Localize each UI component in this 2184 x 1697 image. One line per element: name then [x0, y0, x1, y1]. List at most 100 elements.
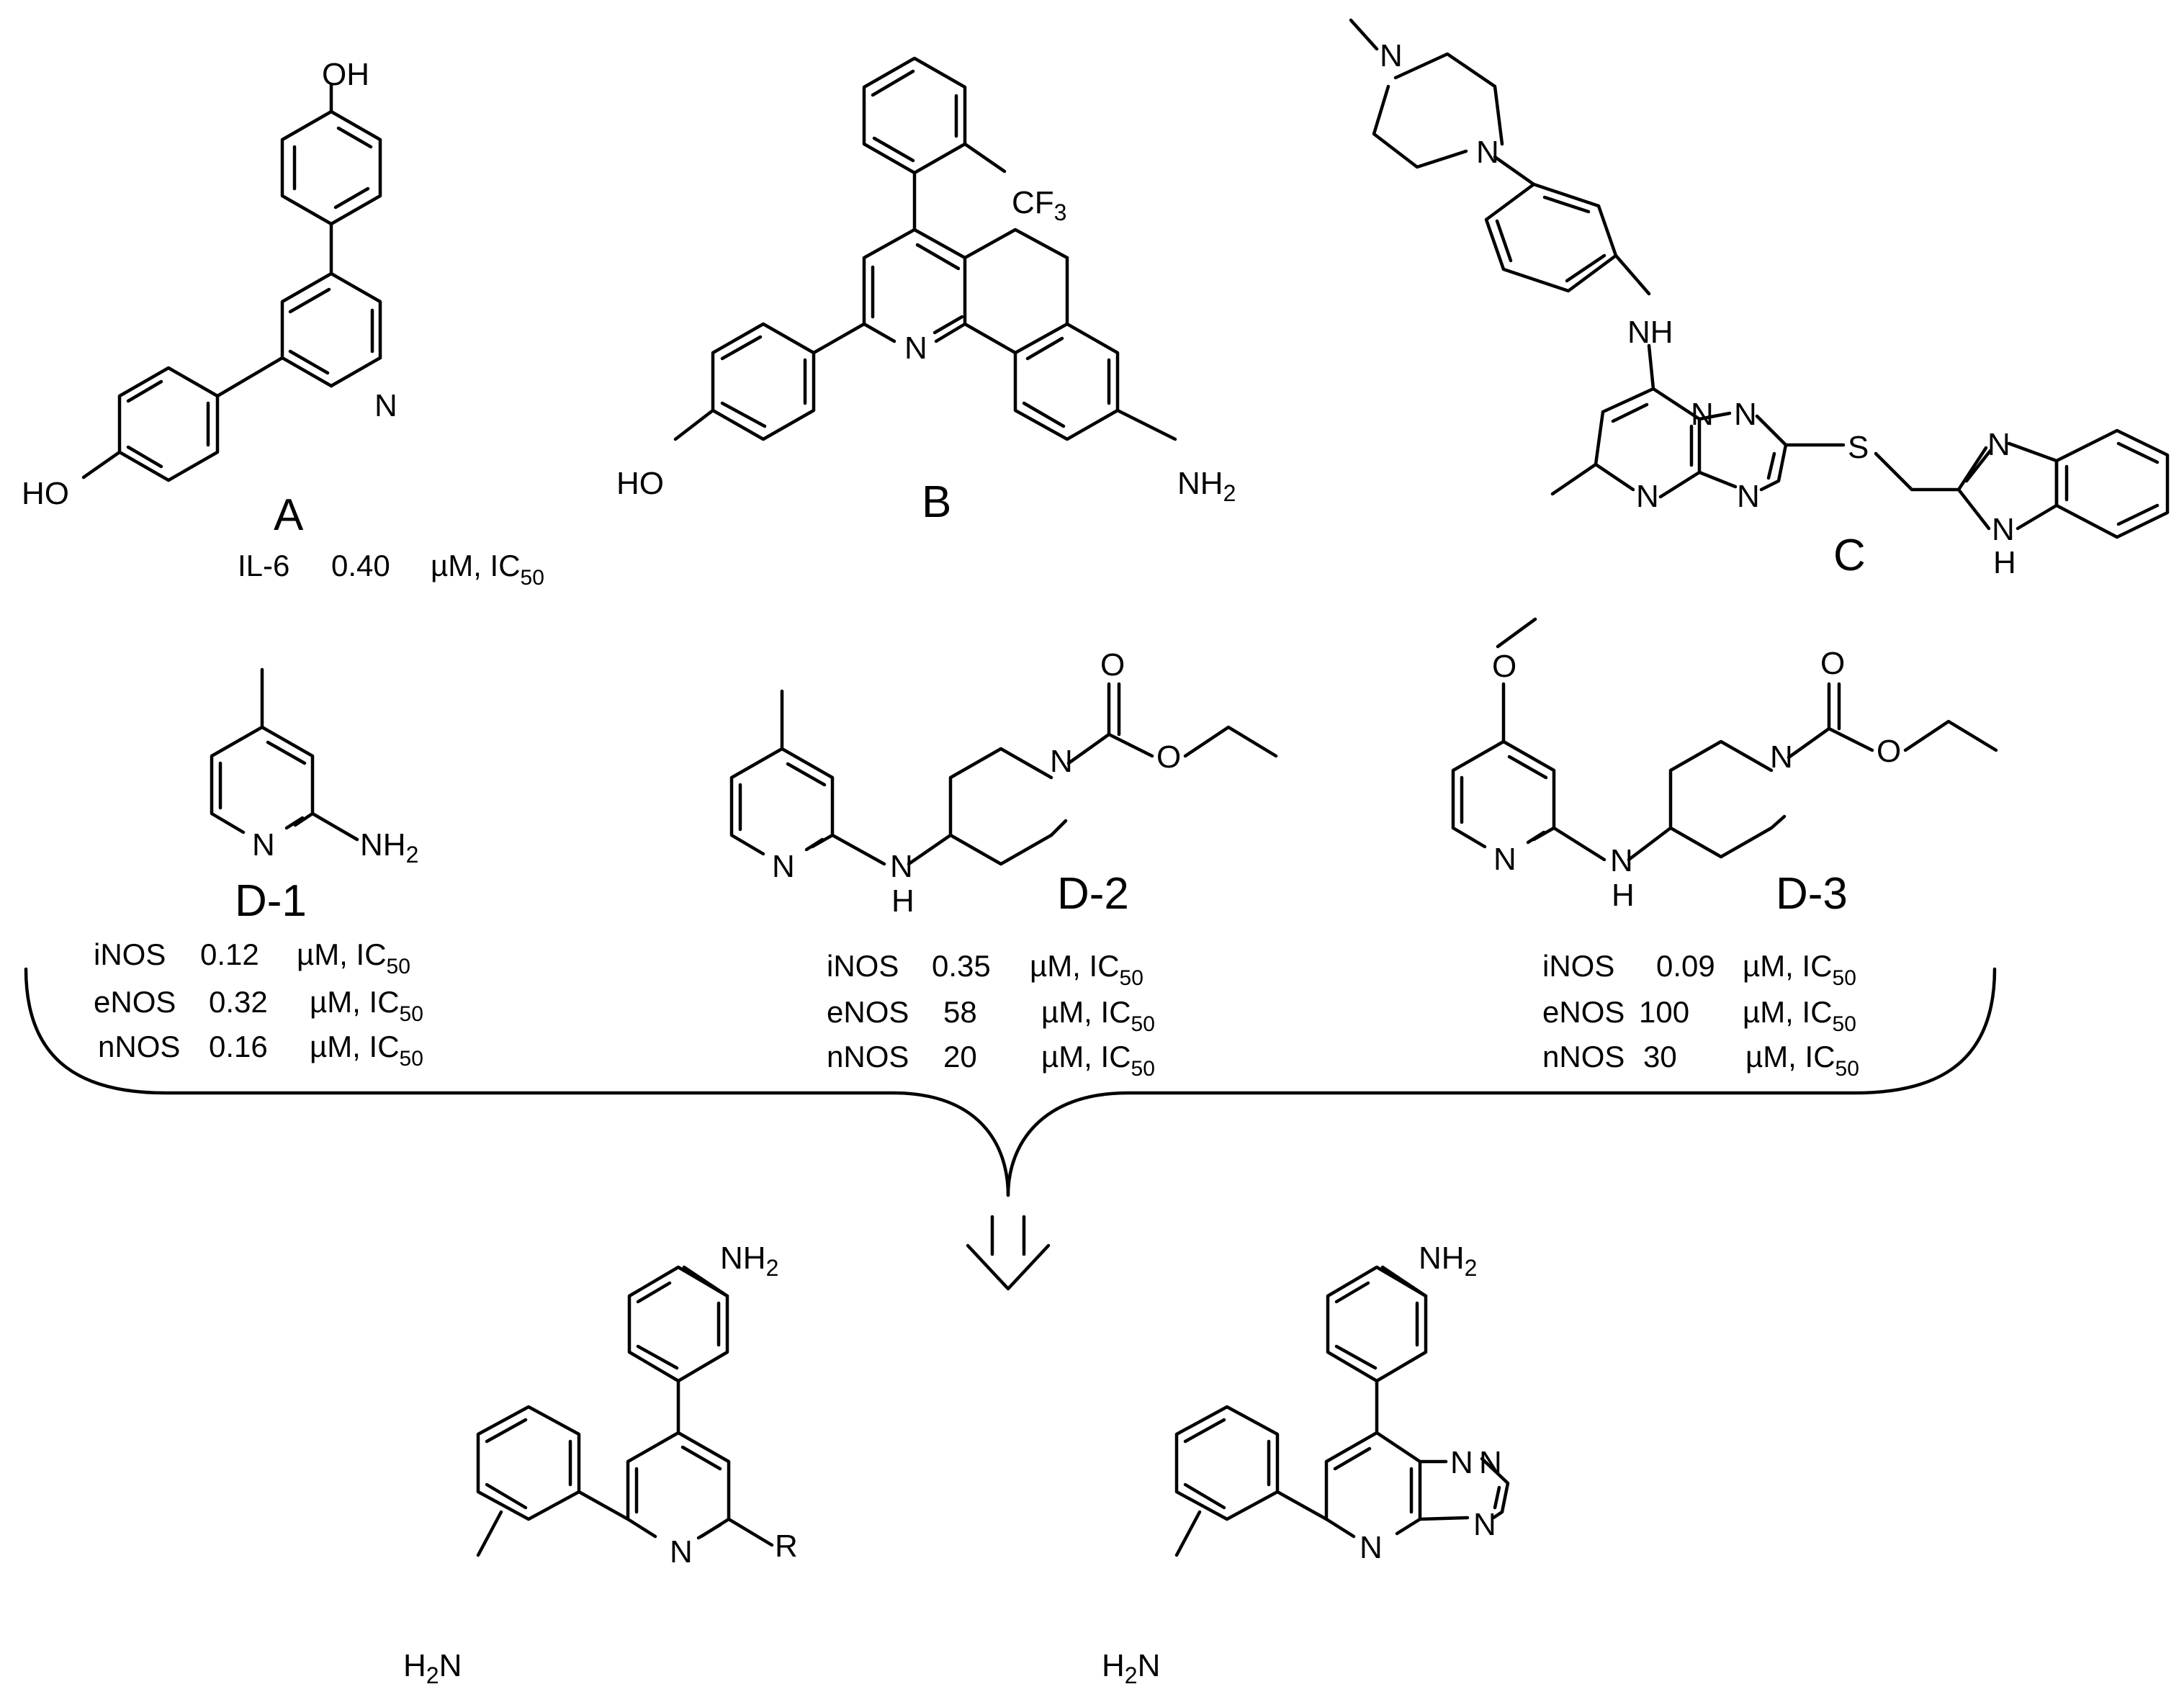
compound-b-ho-label: HO — [616, 466, 664, 501]
d2-inos-target: iNOS — [827, 949, 899, 983]
compound-d2: N N H N O O D-2 — [729, 647, 1278, 919]
compound-c-n2-label: N — [1734, 397, 1757, 432]
product-1-h2n-label: H2N — [403, 1648, 462, 1688]
d3-enos-subscript: 50 — [1833, 1012, 1856, 1036]
compound-d1-label: D-1 — [235, 876, 307, 926]
p1-nh2-text: NH — [720, 1241, 766, 1276]
compound-d3-piperidine-n-label: N — [1770, 739, 1793, 775]
d1-inos-value: 0.12 — [200, 937, 259, 971]
d1-nnos-subscript: 50 — [400, 1047, 423, 1071]
compound-a-il6-activity: IL-6 0.40 µM, IC50 — [238, 549, 544, 590]
p2-h2n-h: H — [1102, 1648, 1125, 1683]
product-1-bonds — [476, 1265, 774, 1557]
compound-b-cf3-label: CF3 — [1012, 185, 1066, 225]
compound-a-oh-top-label: OH — [322, 57, 369, 92]
d1-enos-unit: µM, IC — [310, 985, 400, 1019]
compound-d3-nh-n-label: N — [1610, 843, 1633, 878]
p2-nh2-text: NH — [1419, 1241, 1465, 1276]
d3-enos-value: 100 — [1639, 995, 1689, 1029]
product-triazolopyrimidine-scaffold: NH2 N N N N H2N — [1102, 1241, 1510, 1688]
d2-nnos-subscript: 50 — [1131, 1057, 1155, 1081]
d1-enos-subscript: 50 — [400, 1002, 423, 1026]
d2-inos-subscript: 50 — [1120, 966, 1143, 990]
d2-enos-target: eNOS — [827, 995, 909, 1029]
compound-c-n4-label: N — [1737, 479, 1760, 514]
d1-nh2-text: NH — [360, 827, 406, 863]
p2-nh2-subscript: 2 — [1465, 1255, 1478, 1281]
il6-target: IL-6 — [238, 549, 289, 582]
nh2-text: NH — [1177, 466, 1223, 501]
il6-unit-subscript: 50 — [521, 566, 544, 590]
compound-d3-nh-h-label: H — [1612, 878, 1635, 913]
compound-d2-nh-n-label: N — [890, 849, 913, 884]
compound-d3-carbonyl-o-label: O — [1820, 646, 1845, 681]
d1-nnos-target: nNOS — [98, 1030, 180, 1063]
compound-c-n-benzimidazole-label: N — [1987, 427, 2010, 462]
d3-enos-unit: µM, IC — [1743, 995, 1833, 1029]
compound-d1-nh2-label: NH2 — [360, 827, 418, 868]
compound-c-n-piperazine-label: N — [1476, 135, 1499, 170]
compound-d3-ester-o-label: O — [1877, 734, 1901, 769]
d3-inos-target: iNOS — [1542, 949, 1614, 983]
compound-b: CF3 N HO NH2 B — [616, 56, 1236, 527]
d3-enos-target: eNOS — [1542, 995, 1624, 1029]
compound-d2-pyridine-n-label: N — [772, 849, 795, 884]
d3-inos-unit: µM, IC — [1743, 949, 1833, 983]
d2-nnos-value: 20 — [943, 1040, 977, 1073]
d2-nnos-target: nNOS — [827, 1040, 909, 1073]
compound-a-oh-left-label: HO — [22, 476, 69, 511]
compound-d3-pyridine-n-label: N — [1493, 842, 1516, 877]
compound-d3-bonds — [1451, 617, 1998, 862]
p1-h2n-h: H — [403, 1648, 426, 1683]
nh2-subscript: 2 — [1223, 480, 1236, 506]
d1-inos-target: iNOS — [94, 937, 166, 971]
product-1-r-label: R — [775, 1529, 798, 1564]
d2-enos-unit: µM, IC — [1041, 995, 1131, 1029]
compound-b-label: B — [922, 477, 951, 527]
compound-a-label: A — [274, 490, 304, 540]
compound-d1-pyridine-n-label: N — [252, 827, 275, 863]
compound-a-bonds — [81, 83, 382, 482]
il6-value: 0.40 — [331, 549, 390, 582]
product-2-n3-label: N — [1360, 1530, 1383, 1565]
p2-h2n-n: N — [1138, 1648, 1161, 1683]
product-1-pyridine-n-label: N — [670, 1534, 693, 1570]
compound-c-label: C — [1833, 531, 1866, 580]
d2-inos-unit: µM, IC — [1030, 949, 1120, 983]
compound-b-pyridine-n-label: N — [904, 330, 927, 366]
d2-enos-value: 58 — [943, 995, 977, 1029]
product-2-h2n-label: H2N — [1102, 1648, 1160, 1688]
compound-c-s-label: S — [1848, 430, 1869, 465]
compound-d1: N NH2 D-1 — [210, 667, 418, 926]
compound-d2-nh-h-label: H — [891, 883, 915, 919]
d3-nnos-unit: µM, IC — [1745, 1040, 1835, 1073]
p1-h2n-subscript: 2 — [426, 1662, 439, 1688]
il6-unit: µM, IC — [431, 549, 521, 582]
compound-c-n1-label: N — [1691, 397, 1714, 432]
product-2-n2-label: N — [1479, 1445, 1502, 1480]
d1-enos-value: 0.32 — [209, 985, 268, 1019]
compound-d3-methoxy-o-label: O — [1492, 649, 1516, 684]
compound-c: N N NH N N N N S N N H C — [1349, 18, 2170, 580]
compound-d1-bonds — [210, 667, 359, 842]
compound-b-nh2-label: NH2 — [1177, 466, 1236, 506]
product-2-bonds — [1174, 1265, 1510, 1557]
compound-b-bonds — [673, 56, 1177, 441]
product-2-n4-label: N — [1473, 1507, 1496, 1542]
d3-inos-subscript: 50 — [1833, 966, 1856, 990]
d3-inos-value: 0.09 — [1656, 949, 1715, 983]
d3-nnos-value: 30 — [1643, 1040, 1677, 1073]
compound-c-n3-label: N — [1636, 479, 1659, 514]
compound-d2-piperidine-n-label: N — [1050, 744, 1073, 779]
d3-enos-row: eNOS 100 µM, IC50 — [1542, 995, 1856, 1036]
d1-enos-target: eNOS — [94, 985, 176, 1019]
